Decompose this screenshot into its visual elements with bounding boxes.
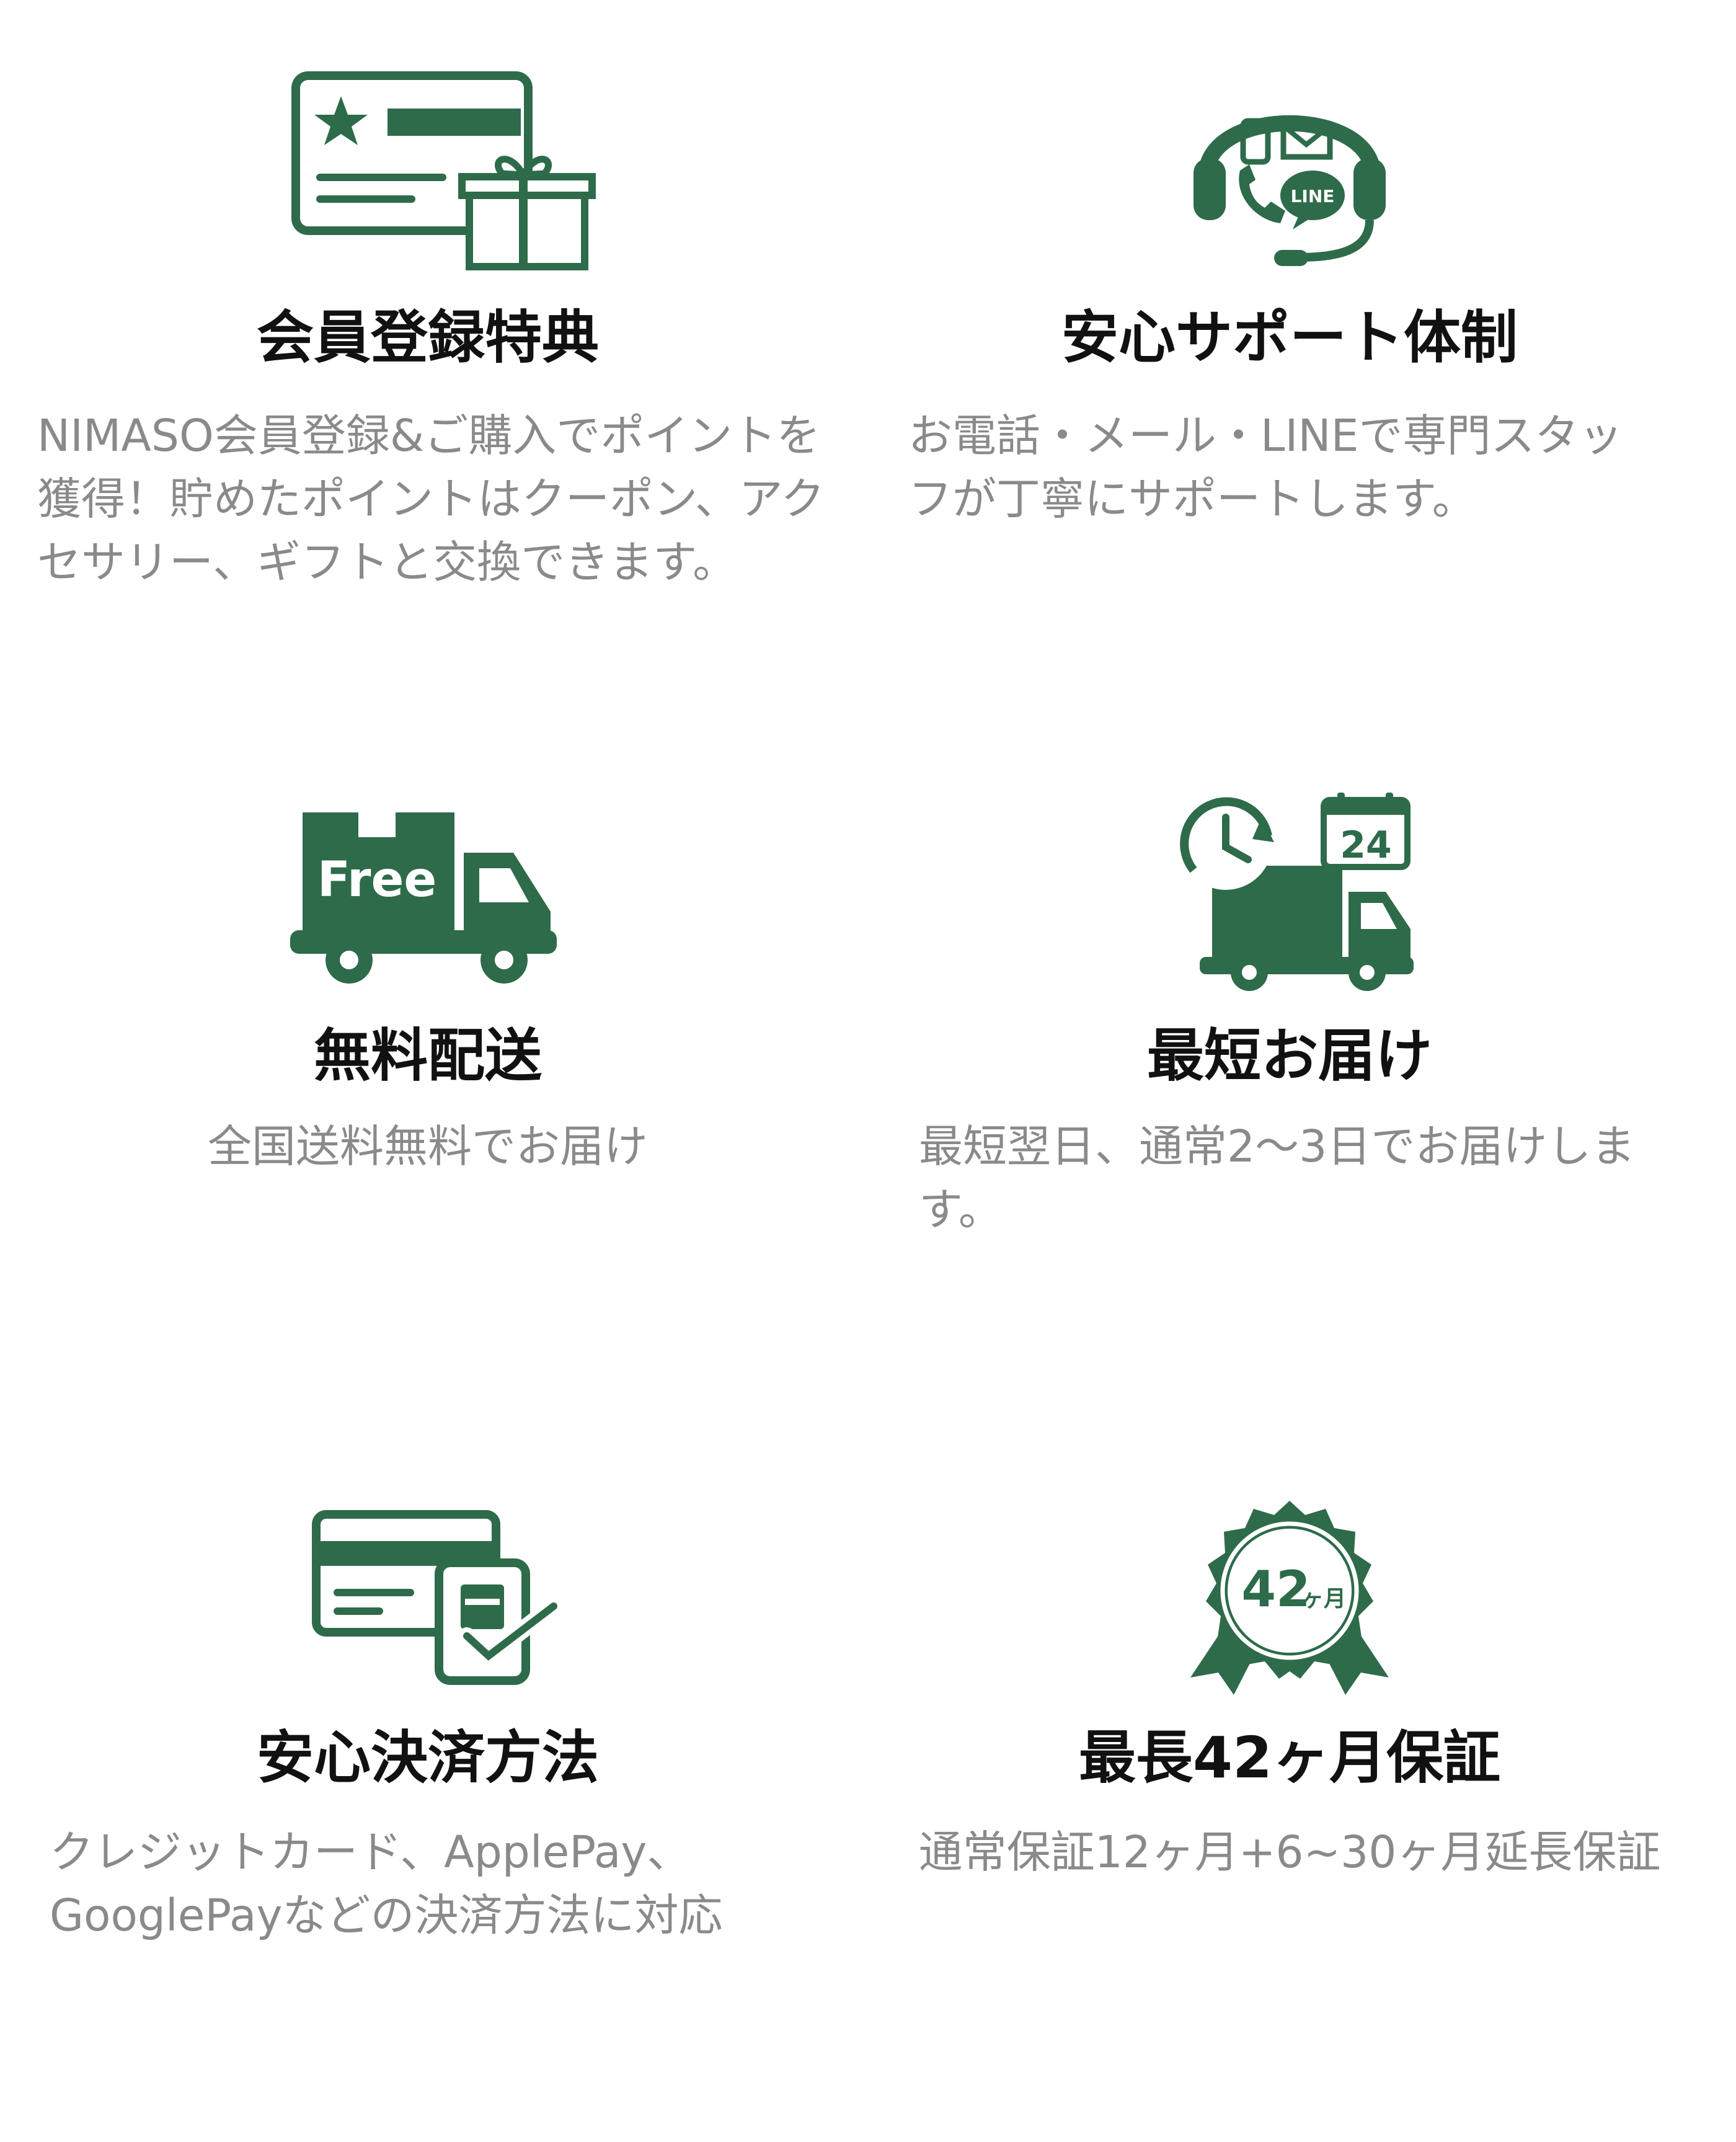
feature-description: 全国送料無料でお届け: [207, 1121, 648, 1172]
feature-title: 会員登録特典: [256, 304, 599, 371]
svg-text:Free: Free: [317, 852, 437, 908]
fast-delivery-truck-icon: 24: [1175, 793, 1417, 991]
svg-text:LINE: LINE: [1291, 186, 1335, 207]
feature-description: 通常保証12ヶ月+6~30ヶ月延長保証: [918, 1826, 1661, 1878]
feature-title: 安心サポート体制: [1061, 304, 1518, 371]
feature-support: LINE 安心サポート体制 お電話・メール・LINEで専門スタッフが丁寧にサポー…: [887, 0, 1693, 682]
feature-title: 安心決済方法: [256, 1725, 599, 1791]
feature-description: NIMASO会員登録&ご購入でポイントを獲得！貯めたポイントはクーポン、アクセサ…: [37, 410, 825, 588]
svg-text:42: 42: [1241, 1560, 1310, 1618]
svg-text:24: 24: [1340, 824, 1392, 867]
member-card-gift-icon: [288, 68, 598, 273]
feature-title: 無料配送: [313, 1023, 542, 1089]
feature-title: 最短お届け: [1146, 1023, 1432, 1089]
feature-member-benefits: 会員登録特典 NIMASO会員登録&ご購入でポイントを獲得！貯めたポイントはクー…: [25, 0, 831, 682]
headset-support-icon: LINE: [1181, 71, 1398, 270]
feature-title: 最長42ヶ月保証: [1078, 1725, 1501, 1791]
feature-description: 最短翌日、通常2～3日でお届けします。: [919, 1121, 1636, 1235]
feature-payment: 安心決済方法 クレジットカード、ApplePay、GooglePayなどの決済方…: [25, 1426, 831, 1984]
feature-free-shipping: Free 無料配送 全国送料無料でお届け: [25, 713, 831, 1271]
feature-warranty: 42 ヶ月 最長42ヶ月保証 通常保証12ヶ月+6~30ヶ月延長保証: [887, 1426, 1693, 1984]
feature-fast-delivery: 24 最短お届け 最短翌日、通常2～3日でお届けします。: [887, 713, 1693, 1271]
feature-description: お電話・メール・LINEで専門スタッフが丁寧にサポートします。: [908, 410, 1623, 525]
warranty-badge-icon: 42 ヶ月: [1184, 1498, 1395, 1702]
feature-description: クレジットカード、ApplePay、GooglePayなどの決済方法に対応: [50, 1826, 723, 1941]
free-shipping-truck-icon: Free: [290, 806, 563, 986]
card-payment-icon: [309, 1507, 569, 1687]
svg-text:ヶ月: ヶ月: [1301, 1586, 1346, 1612]
